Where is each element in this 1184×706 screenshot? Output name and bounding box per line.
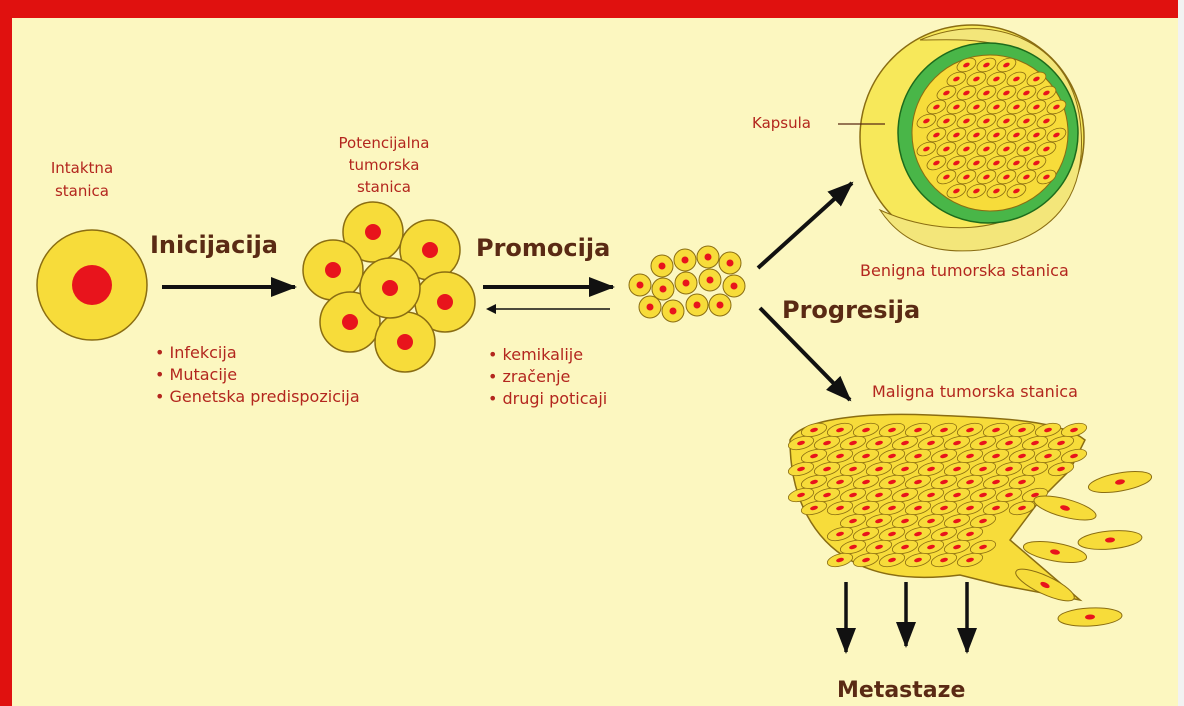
promotion-label: Promocija (476, 234, 610, 262)
intact-cell-label-line1: Intaktna (51, 159, 113, 177)
initiation-factor-1: • Infekcija (155, 343, 237, 362)
promotion-factor-1: • kemikalije (488, 345, 583, 364)
potential-cell-label-line2: tumorska (349, 156, 420, 174)
malignant-label: Maligna tumorska stanica (872, 382, 1078, 401)
initiation-factor-3: • Genetska predispozicija (155, 387, 360, 406)
right-border (1178, 0, 1184, 706)
intact-cell (37, 230, 147, 340)
progression-label: Progresija (782, 296, 920, 324)
potential-cell-label-line1: Potencijalna (339, 134, 430, 152)
top-red-border (0, 0, 1184, 18)
metastasis-label: Metastaze (837, 678, 965, 703)
promotion-factor-2: • zračenje (488, 367, 570, 386)
potential-cell-label-line3: stanica (357, 178, 411, 196)
promotion-factor-3: • drugi poticaji (488, 389, 607, 408)
benign-label: Benigna tumorska stanica (860, 261, 1069, 280)
left-red-border (0, 0, 12, 706)
initiation-label: Inicijacija (150, 231, 278, 259)
initiation-factor-2: • Mutacije (155, 365, 237, 384)
intact-cell-label-line2: stanica (55, 182, 109, 200)
capsule-label: Kapsula (752, 114, 811, 132)
